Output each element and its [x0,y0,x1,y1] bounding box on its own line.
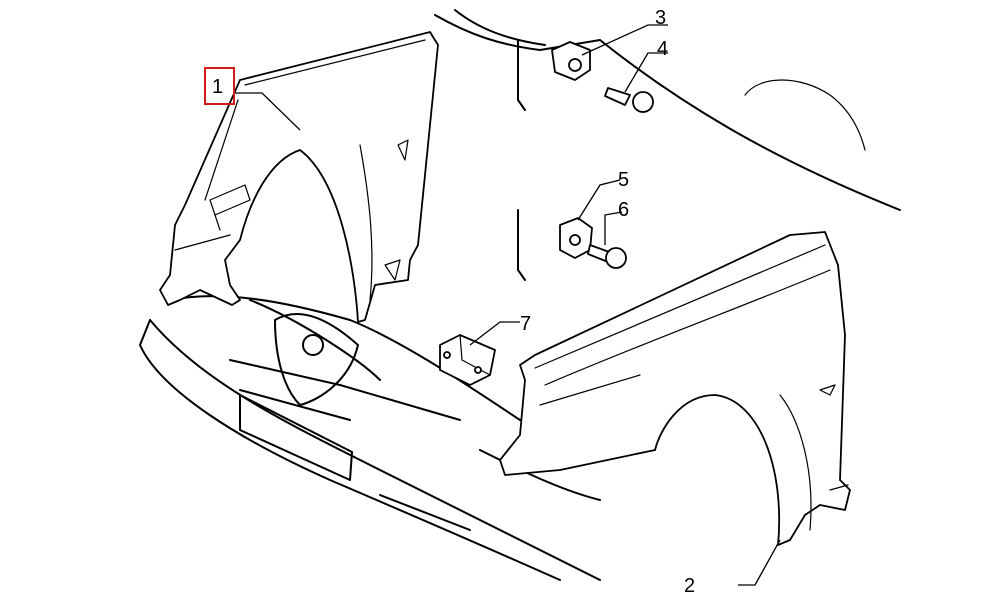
right-front-fender [499,231,851,546]
callout-label-1: 1 [212,76,223,98]
callout-label-4: 4 [657,38,668,60]
screw-part-6 [587,244,627,269]
callout-1-highlight-box [204,67,235,105]
callout-label-2: 2 [684,575,695,597]
callout-label-5: 5 [618,169,629,191]
screw-part-4 [604,87,654,113]
callout-label-3: 3 [655,7,666,29]
left-front-fender [159,31,439,323]
leader-lines [235,24,781,586]
callout-label-7: 7 [520,313,531,335]
grille-shield [274,313,359,406]
bracket-part-7 [439,334,496,386]
callout-label-6: 6 [618,199,629,221]
clip-part-5 [559,217,593,259]
clip-part-3 [551,41,591,81]
car-body-outline [139,9,901,581]
